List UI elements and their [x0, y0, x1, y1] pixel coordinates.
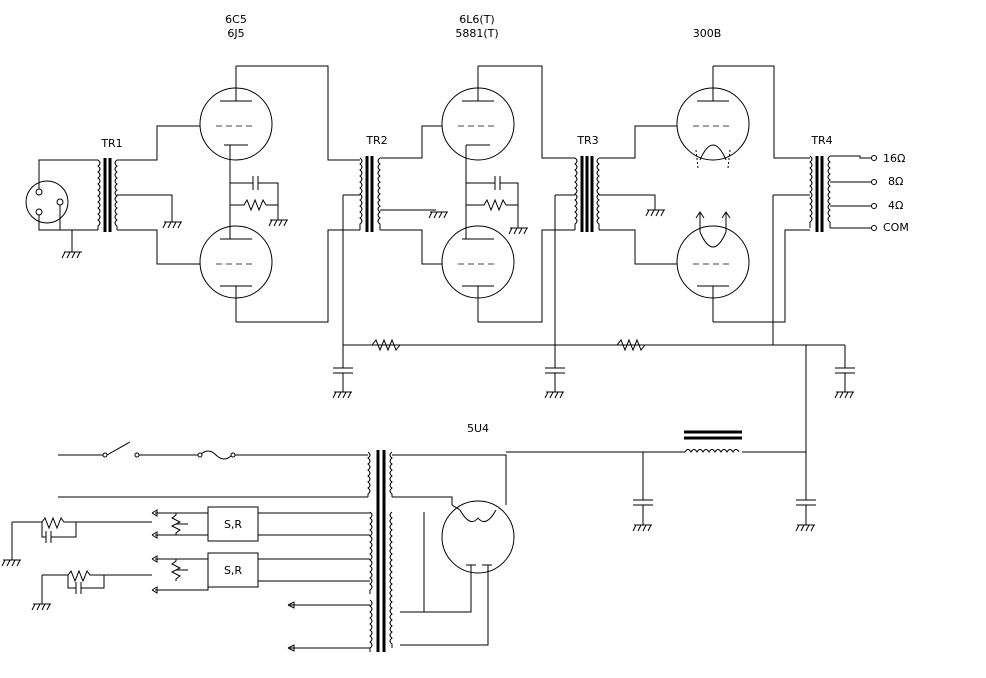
- output-tube-label: 300B: [693, 27, 722, 40]
- tr4-label: TR4: [810, 134, 832, 147]
- sr-regulator-1: [207, 506, 259, 542]
- transformer-tr3: [574, 156, 600, 232]
- ground-symbol: [268, 219, 288, 227]
- transformer-tr4: [809, 155, 831, 232]
- power-transformer: [367, 450, 393, 652]
- output-tube-300b-lower: [676, 211, 750, 322]
- ground-symbol: [632, 524, 652, 532]
- driver-tube-1-upper: [199, 66, 273, 161]
- stage1-tube-label-1: 6C5: [225, 13, 247, 26]
- stage1-tube-label-2: 6J5: [227, 27, 244, 40]
- ground-symbol: [428, 211, 448, 219]
- decoupling-resistor-1: [371, 338, 401, 352]
- stage2-tube-label-2: 5881(T): [455, 27, 498, 40]
- tr1-label: TR1: [100, 137, 122, 150]
- ground-symbol: [544, 391, 564, 399]
- transformer-tr2: [359, 156, 381, 232]
- fuse: [199, 450, 233, 460]
- sr-regulator-2-label: S,R: [224, 564, 242, 577]
- driver-tube-1-lower: [199, 225, 273, 322]
- stage2-tube-label-1: 6L6(T): [459, 13, 494, 26]
- power-switch[interactable]: [106, 441, 131, 456]
- driver-tube-2-upper: [441, 66, 515, 161]
- sr-regulator-1-label: S,R: [224, 518, 242, 531]
- output-terminal-label-16: 16Ω: [883, 152, 905, 165]
- ground-symbol: [162, 221, 182, 229]
- xlr-input-connector: [25, 159, 98, 252]
- ground-symbol: [1, 559, 21, 567]
- output-terminal-4[interactable]: [871, 203, 877, 209]
- output-terminal-label-4: 4Ω: [888, 199, 903, 212]
- rectifier-tube-5u4: [441, 500, 515, 574]
- output-terminal-label-com: COM: [883, 221, 909, 234]
- ground-symbol: [508, 227, 528, 235]
- ground-symbol: [834, 391, 854, 399]
- output-terminal-com[interactable]: [871, 225, 877, 231]
- driver-tube-2-lower: [441, 225, 515, 322]
- rectifier-tube-label: 5U4: [467, 422, 489, 435]
- ground-symbol: [332, 391, 352, 399]
- power-switch-contact: [102, 452, 108, 458]
- output-tube-300b-upper: [676, 66, 750, 169]
- output-terminal-16[interactable]: [871, 155, 877, 161]
- cathode-resistor: [466, 198, 518, 212]
- filter-choke: [684, 430, 742, 453]
- tr3-label: TR3: [576, 134, 598, 147]
- transformer-tr1: [97, 158, 118, 232]
- decoupling-resistor-2: [616, 338, 646, 352]
- ground-symbol: [31, 603, 51, 611]
- ground-symbol: [795, 524, 815, 532]
- output-terminal-8[interactable]: [871, 179, 877, 185]
- output-terminal-label-8: 8Ω: [888, 175, 903, 188]
- sr-regulator-2: [207, 552, 259, 588]
- tr2-label: TR2: [365, 134, 387, 147]
- cathode-resistor: [230, 198, 278, 212]
- ground-symbol: [645, 209, 665, 217]
- ground-symbol: [61, 251, 82, 259]
